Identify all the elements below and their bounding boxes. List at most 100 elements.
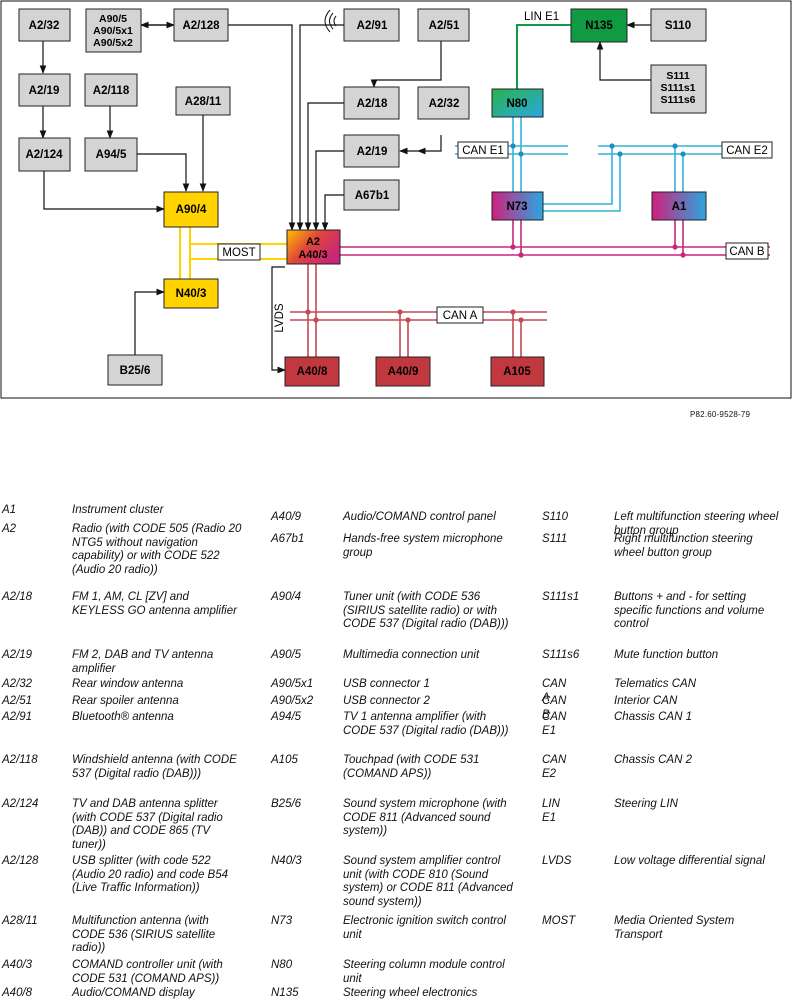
legend-code: A2/32: [2, 678, 33, 690]
legend-code: A90/5x1: [271, 678, 314, 690]
node-a94-5: A94/5: [84, 137, 138, 172]
node-a2-51: A2/51: [417, 8, 470, 42]
legend-description: Hands-free system microphone group: [343, 533, 503, 559]
label-can-e2: CAN E2: [726, 145, 768, 157]
label-can-e1: CAN E1: [462, 145, 504, 157]
legend-code: A40/9: [271, 511, 302, 523]
legend-code: B25/6: [271, 798, 302, 810]
legend-description: Audio/COMAND control panel: [343, 511, 496, 523]
legend-code: A90/5: [271, 649, 302, 661]
diagram-frame: [0, 0, 792, 399]
svg-text:A28/11: A28/11: [185, 96, 222, 108]
node-a2-118: A2/118: [84, 73, 138, 107]
legend-description: Steering column module control unit: [343, 959, 505, 985]
svg-text:A2/51: A2/51: [429, 20, 460, 32]
svg-text:N73: N73: [506, 201, 527, 213]
legend-code: A105: [271, 754, 298, 766]
node-a2-32-right: A2/32: [417, 86, 470, 120]
node-n135: N135: [570, 8, 628, 43]
legend-code: S111s1: [542, 591, 580, 603]
svg-text:N80: N80: [506, 98, 527, 110]
legend-code: N73: [271, 915, 293, 927]
legend-description: Bluetooth® antenna: [72, 711, 174, 723]
legend-description: COMAND controller unit (with CODE 531 (C…: [72, 959, 223, 985]
legend-description: Touchpad (with CODE 531 (COMAND APS)): [343, 754, 480, 780]
svg-text:A2/32: A2/32: [29, 20, 60, 32]
legend-description: Multifunction antenna (with CODE 536 (SI…: [72, 915, 216, 955]
svg-text:S110: S110: [665, 20, 691, 32]
legend-description: TV and DAB antenna splitter (with CODE 5…: [72, 798, 223, 851]
legend-code: CAN B: [542, 695, 567, 721]
legend-description: USB connector 1: [343, 678, 430, 690]
node-a40-8: A40/8: [284, 356, 340, 387]
legend-code: S111: [542, 533, 568, 545]
node-b25-6: B25/6: [107, 354, 163, 386]
node-n73: N73: [491, 191, 544, 221]
node-a90-4: A90/4: [163, 191, 219, 228]
legend-code: N40/3: [271, 855, 302, 867]
legend-description: Low voltage differential signal: [614, 855, 765, 867]
legend-description: Right multifunction steering wheel butto…: [614, 533, 753, 559]
svg-text:A2/118: A2/118: [93, 85, 130, 97]
legend-code: A2/124: [2, 798, 39, 810]
svg-text:A105: A105: [503, 366, 531, 378]
node-a40-9: A40/9: [375, 356, 431, 387]
node-s110: S110: [650, 8, 707, 42]
svg-text:N135: N135: [585, 20, 613, 32]
legend-code: LIN E1: [542, 798, 560, 824]
legend-description: Steering LIN: [614, 798, 678, 810]
node-a2-32-top: A2/32: [18, 8, 71, 42]
legend-code: A2/18: [2, 591, 33, 603]
legend-description: Interior CAN: [614, 695, 678, 707]
legend-code: A1: [2, 504, 17, 516]
label-lvds: LVDS: [274, 303, 286, 333]
legend-description: Sound system amplifier control unit (wit…: [343, 855, 513, 908]
legend-code: A2/19: [2, 649, 33, 661]
node-a67b1: A67b1: [343, 179, 400, 211]
legend-description: Instrument cluster: [72, 504, 164, 516]
node-a1: A1: [651, 191, 707, 221]
legend-code: A2/51: [2, 695, 33, 707]
legend-code: A90/4: [271, 591, 302, 603]
legend-description: Mute function button: [614, 649, 719, 661]
legend-description: Rear window antenna: [72, 678, 184, 690]
legend-code: LVDS: [542, 855, 572, 867]
legend-code: A2/128: [2, 855, 39, 867]
node-a2-19-left: A2/19: [18, 73, 71, 107]
wireless-signal-icon: [324, 9, 337, 33]
legend-description: Electronic ignition switch control unit: [343, 915, 506, 941]
legend-description: USB splitter (with code 522 (Audio 20 ra…: [72, 855, 228, 895]
svg-text:A2/18: A2/18: [357, 98, 388, 110]
label-can-b: CAN B: [729, 246, 764, 258]
legend-code: MOST: [542, 915, 576, 927]
legend-code: A2/91: [2, 711, 33, 723]
lin-e1-bus: [516, 24, 571, 90]
node-a28-11: A28/11: [175, 86, 231, 116]
legend-description: Multimedia connection unit: [343, 649, 480, 661]
legend-description: Telematics CAN: [614, 678, 697, 690]
legend-code: A67b1: [271, 533, 305, 545]
legend-code: S111s6: [542, 649, 580, 661]
node-a2-18: A2/18: [343, 86, 400, 120]
svg-text:A2/124: A2/124: [25, 149, 63, 161]
legend-description: TV 1 antenna amplifier (with CODE 537 (D…: [343, 711, 509, 737]
legend-description: Chassis CAN 2: [614, 754, 692, 766]
svg-text:B25/6: B25/6: [120, 365, 151, 377]
label-lin-e1: LIN E1: [524, 11, 559, 23]
legend-description: Chassis CAN 1: [614, 711, 692, 723]
legend-description: Tuner unit (with CODE 536 (SIRIUS satell…: [343, 591, 509, 631]
node-a2-19-right: A2/19: [343, 134, 400, 168]
legend-description: Audio/COMAND display: [72, 987, 195, 999]
legend-description: FM 1, AM, CL [ZV] and KEYLESS GO antenna…: [72, 591, 237, 617]
label-most: MOST: [222, 247, 255, 259]
svg-text:A2/19: A2/19: [29, 85, 60, 97]
legend-code: A2/118: [2, 754, 38, 766]
